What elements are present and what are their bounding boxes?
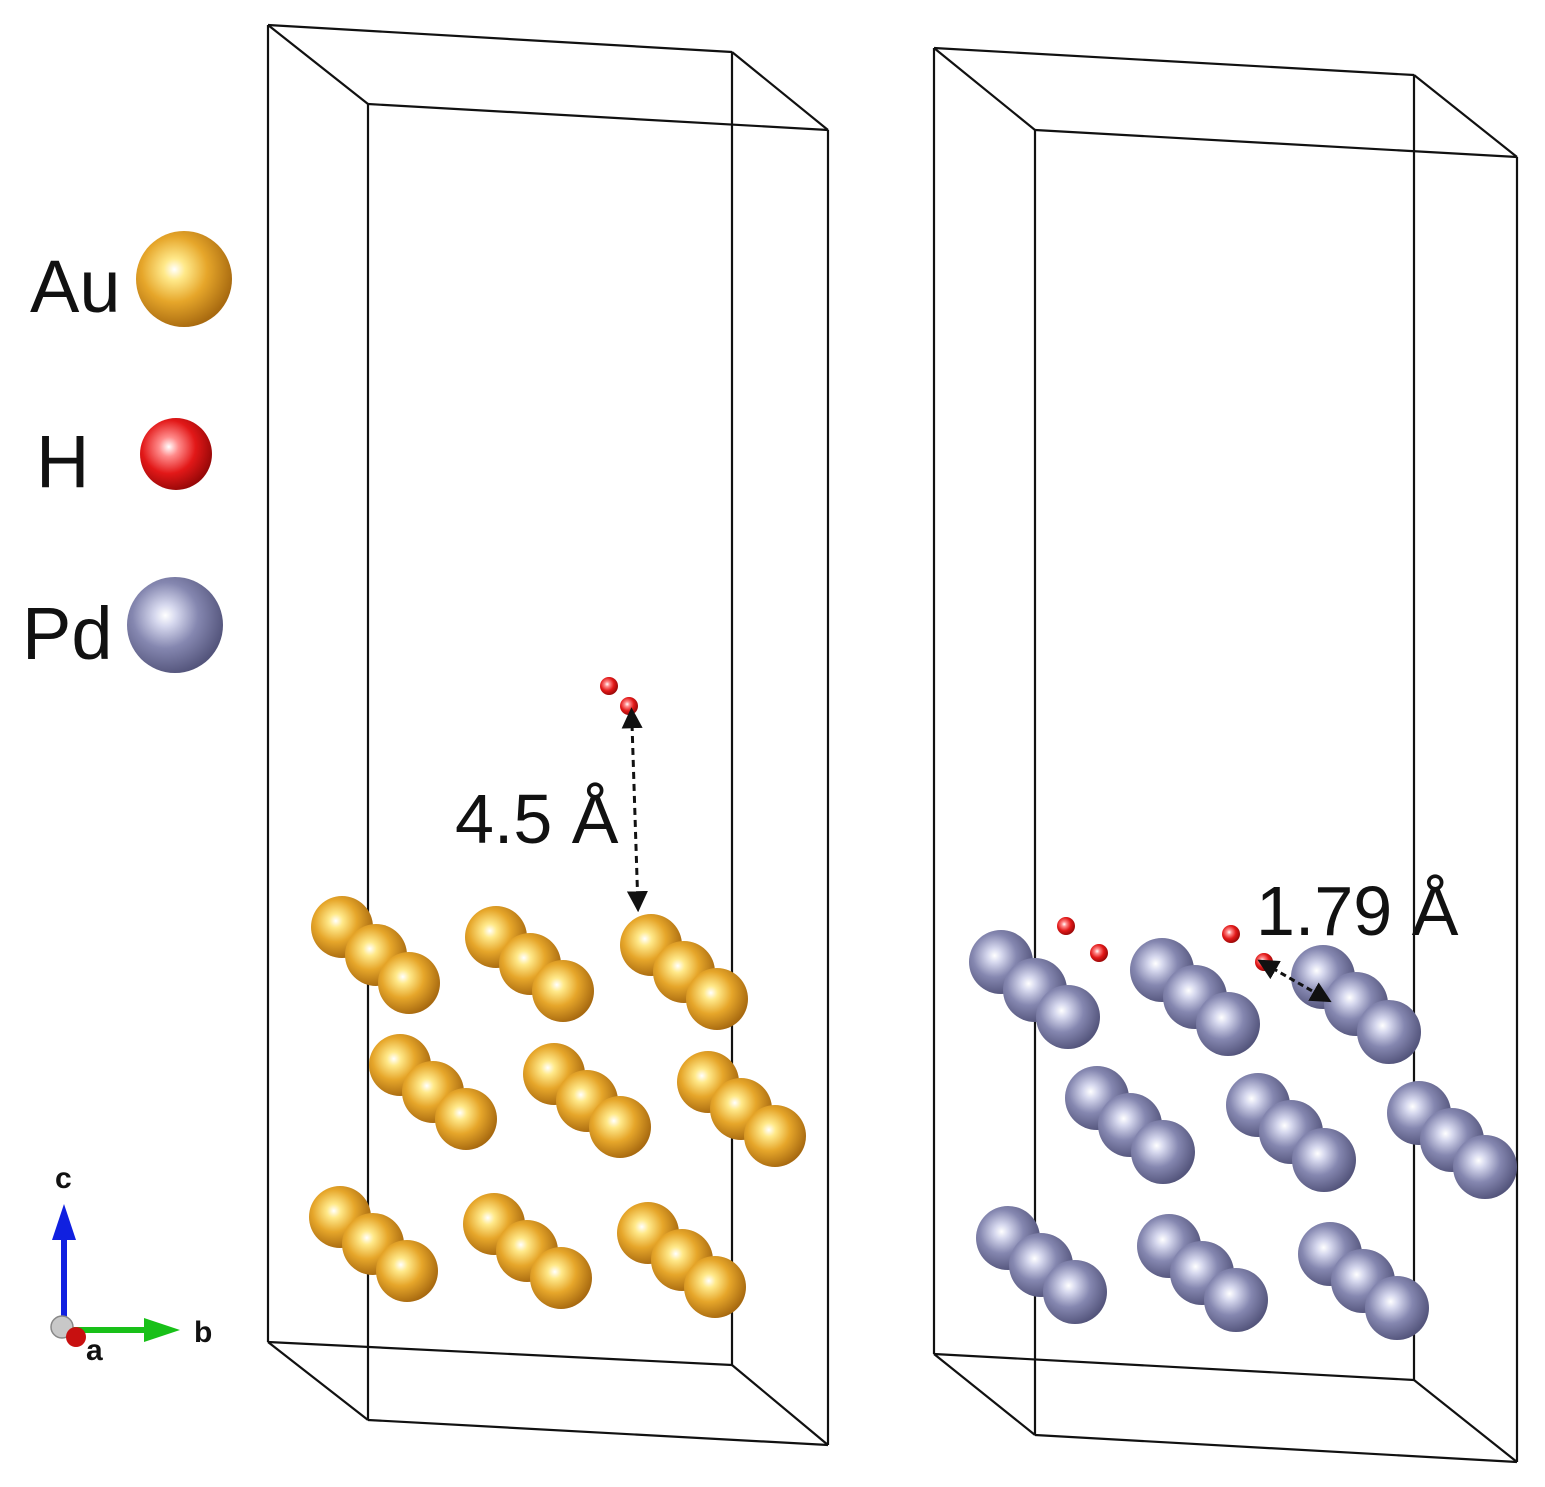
legend-item-pd: Pd (22, 577, 223, 675)
au-atom (378, 952, 440, 1014)
pd-atoms (969, 930, 1517, 1340)
a-axis-marker (66, 1327, 86, 1347)
unit-cell-au (266, 23, 830, 1447)
axes-triad: c b a (50, 1162, 212, 1367)
panel-pd: 1.79 Å (932, 46, 1519, 1464)
a-axis-label: a (86, 1334, 103, 1367)
pd-atom (1043, 1260, 1107, 1324)
au-atom (435, 1088, 497, 1150)
au-atom (376, 1240, 438, 1302)
legend-label-h: H (36, 420, 89, 503)
legend-swatch-au (136, 231, 232, 327)
c-axis-arrowhead (52, 1204, 76, 1240)
distance-label-au: 4.5 Å (455, 780, 619, 858)
h-atom (1090, 944, 1108, 962)
pd-atom (1453, 1135, 1517, 1199)
au-atom (744, 1105, 806, 1167)
pd-atom (1357, 1000, 1421, 1064)
legend-item-au: Au (30, 231, 232, 328)
au-atom (589, 1096, 651, 1158)
legend: Au H Pd (22, 231, 232, 675)
pd-atom (1365, 1276, 1429, 1340)
b-axis-label: b (194, 1316, 212, 1349)
h-atom (1222, 925, 1240, 943)
au-atoms (309, 896, 806, 1318)
h-atom (1255, 953, 1273, 971)
h2-molecule-au (600, 677, 638, 715)
legend-swatch-h (140, 418, 212, 490)
au-atom (532, 960, 594, 1022)
h-atom (600, 677, 618, 695)
legend-label-pd: Pd (22, 592, 113, 675)
panel-au: 4.5 Å (266, 23, 830, 1447)
h-atom (1057, 917, 1075, 935)
legend-label-au: Au (30, 245, 121, 328)
au-atom (530, 1247, 592, 1309)
b-axis-arrowhead (144, 1318, 180, 1342)
h-atom (620, 697, 638, 715)
legend-item-h: H (36, 418, 212, 503)
pd-atom (1292, 1128, 1356, 1192)
legend-swatch-pd (127, 577, 223, 673)
pd-atom (1204, 1268, 1268, 1332)
unit-cell-pd (932, 46, 1519, 1464)
pd-atom (1131, 1120, 1195, 1184)
pd-atom (1036, 985, 1100, 1049)
au-atom (684, 1256, 746, 1318)
distance-arrow-au (621, 707, 648, 913)
distance-arrow-pd (1257, 959, 1332, 1003)
distance-label-pd: 1.79 Å (1256, 872, 1459, 950)
pd-atom (1196, 992, 1260, 1056)
au-atom (686, 968, 748, 1030)
c-axis-label: c (55, 1162, 72, 1195)
